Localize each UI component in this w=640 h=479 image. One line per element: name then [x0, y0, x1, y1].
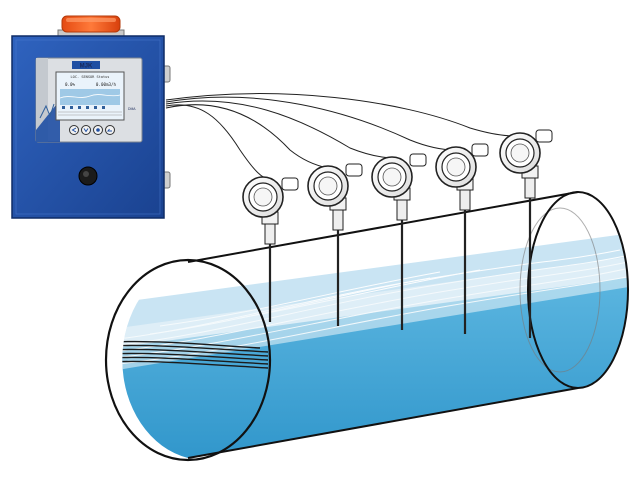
back-arrow-button[interactable] [105, 125, 115, 135]
pipe-end-far [527, 191, 629, 389]
reading-level: 0.0% [65, 82, 76, 87]
warning-beacon [57, 15, 125, 39]
sludge-layer [122, 340, 269, 369]
down-arrow-button[interactable] [81, 125, 91, 135]
display-module: MJK LOC. SENSOR Status 0.0% 0.00m3/h [35, 57, 143, 143]
left-arrow-button[interactable] [69, 125, 79, 135]
side-label: DMA [128, 107, 136, 111]
cabinet-lock-knob[interactable] [78, 166, 98, 186]
screen-title: LOC. SENSOR Status [71, 75, 110, 79]
level-sensor-4 [435, 143, 489, 334]
brand-logo-text: MJK [80, 64, 93, 70]
sensor-cables [165, 93, 516, 181]
level-sensor-1 [242, 176, 299, 322]
controller-cabinet: MJK LOC. SENSOR Status 0.0% 0.00m3/h [11, 15, 171, 219]
brand-logo [72, 61, 100, 69]
level-sensor-3 [371, 153, 427, 330]
level-sensor-5 [499, 129, 553, 338]
reading-flow: 0.00m3/h [96, 82, 117, 87]
ok-button[interactable] [93, 125, 103, 135]
pipe [104, 191, 629, 462]
level-sensors [242, 129, 553, 338]
pipe-end-near [104, 258, 272, 462]
level-sensor-2 [307, 163, 363, 326]
keypad [69, 125, 115, 135]
lcd-screen: LOC. SENSOR Status 0.0% 0.00m3/h [55, 71, 125, 121]
